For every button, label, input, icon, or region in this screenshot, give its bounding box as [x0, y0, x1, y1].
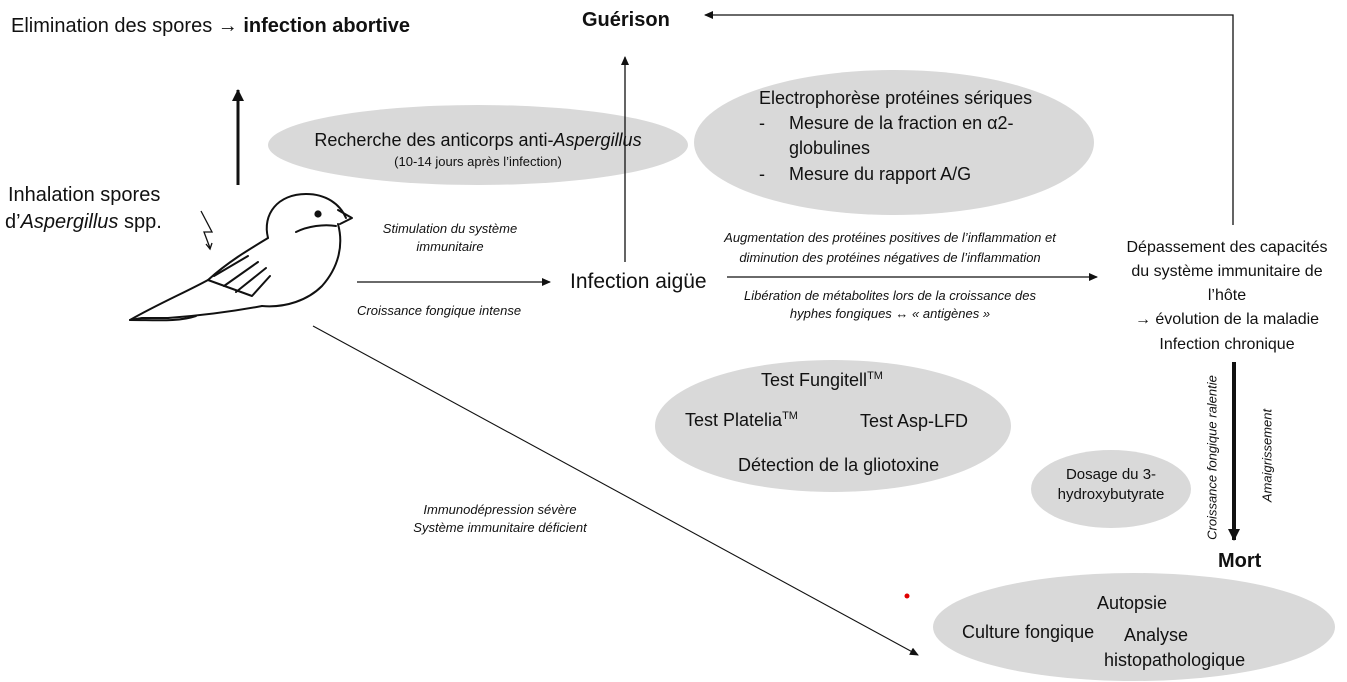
stimulation-line2: immunitaire — [416, 239, 484, 254]
red-dot — [904, 593, 910, 599]
autopsy-bubble — [933, 573, 1335, 681]
liberation-line2: hyphes fongiques ↔ « antigènes » — [789, 306, 991, 321]
electrophoresis-item2: Mesure du rapport A/G — [789, 164, 972, 184]
test-asp-lfd: Test Asp-LFD — [860, 411, 969, 431]
antibody-test-line2: (10-14 jours après l’infection) — [394, 154, 562, 169]
antibody-test-line1: Recherche des anticorps anti-Aspergillus — [268, 130, 688, 151]
inhalation-line1: Inhalation spores — [8, 184, 161, 206]
depassement-line1: Dépassement des capacités — [1126, 239, 1328, 256]
histopathologique-label: histopathologique — [1104, 650, 1246, 670]
fungitell-tm: TM — [867, 370, 883, 382]
croissance-intense-label: Croissance fongique intense — [357, 303, 522, 318]
depassement-line3: l’hôte — [1207, 287, 1247, 304]
electrophoresis-title: Electrophorèse protéines sériques — [759, 88, 1033, 108]
inhalation-line2: d’Aspergillus spp. — [5, 211, 162, 234]
immunodepression-line1: Immunodépression sévère — [423, 502, 577, 517]
autopsy-label: Autopsie — [1097, 593, 1168, 613]
test-fungitell: Test FungitellTM — [761, 370, 883, 391]
antibody-prefix: Recherche des anticorps anti- — [314, 130, 554, 150]
antibody-test-bubble — [268, 105, 688, 185]
augmentation-line1: Augmentation des protéines positives de … — [724, 230, 1056, 245]
dosage-bubble — [1031, 450, 1191, 528]
abortive-prefix: Elimination des spores → — [11, 15, 244, 37]
tests-bubble — [655, 360, 1011, 492]
fungitell-text: Test Fungitell — [761, 370, 868, 390]
electrophoresis-bubble — [694, 70, 1094, 215]
depassement-line4: → évolution de la maladie — [1134, 311, 1320, 328]
bird-illustration — [129, 193, 353, 322]
mort-label: Mort — [1218, 550, 1262, 572]
infection-aigue-label: Infection aigüe — [570, 270, 707, 293]
inhalation-italic: Aspergillus — [20, 211, 119, 233]
electrophoresis-dash-1: - — [759, 113, 765, 133]
inhalation-suffix: spp. — [118, 211, 162, 233]
depassement-line5: Infection chronique — [1159, 336, 1295, 353]
lightning-icon — [200, 210, 214, 251]
immunodepression-line2: Système immunitaire déficient — [413, 520, 587, 535]
test-platelia: Test PlateliaTM — [685, 410, 798, 431]
antibody-italic: Aspergillus — [553, 130, 642, 150]
electrophoresis-dash-2: - — [759, 164, 765, 184]
arrow-chronic-to-guerison — [704, 11, 1234, 225]
depassement-line2: du système immunitaire de — [1131, 263, 1323, 280]
augmentation-line2: diminution des protéines négatives de l’… — [739, 250, 1041, 265]
culture-fongique-label: Culture fongique — [962, 622, 1095, 642]
stimulation-line1: Stimulation du système — [382, 221, 518, 236]
inhalation-prefix: d’ — [5, 211, 21, 233]
platelia-tm: TM — [782, 410, 798, 422]
abortive-infection-label: Elimination des spores → infection abort… — [11, 15, 410, 38]
electrophoresis-item1-line2: globulines — [789, 138, 871, 158]
dosage-line1: Dosage du 3- — [1065, 466, 1157, 483]
analyse-label: Analyse — [1124, 625, 1189, 645]
abortive-bold: infection abortive — [243, 15, 411, 37]
test-gliotoxine: Détection de la gliotoxine — [738, 455, 940, 475]
platelia-text: Test Platelia — [685, 410, 783, 430]
electrophoresis-item1-line1: Mesure de la fraction en α2- — [789, 113, 1014, 133]
guerison-label: Guérison — [582, 9, 670, 31]
arrow-to-autopsy — [312, 325, 919, 656]
dosage-line2: hydroxybutyrate — [1057, 486, 1165, 503]
liberation-line1: Libération de métabolites lors de la cro… — [744, 288, 1036, 303]
